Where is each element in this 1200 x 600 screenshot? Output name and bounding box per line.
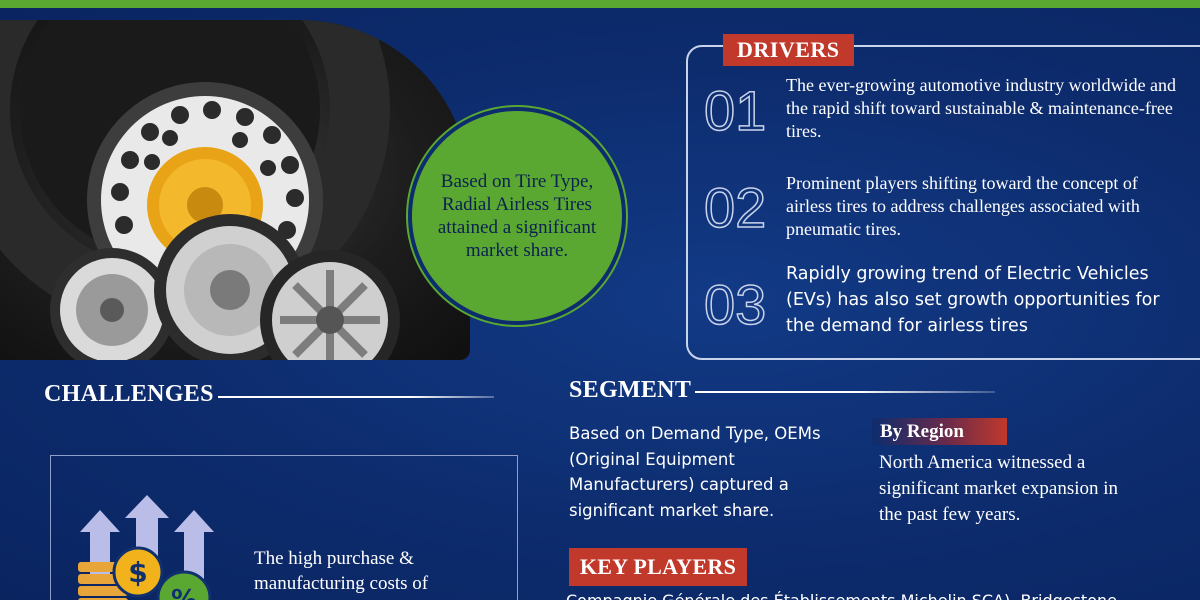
challenges-heading: CHALLENGES	[44, 381, 214, 407]
driver-text: Rapidly growing trend of Electric Vehicl…	[786, 264, 1160, 336]
drivers-panel	[686, 45, 1200, 360]
top-accent-bar	[0, 0, 1200, 8]
drivers-label: DRIVERS	[723, 34, 854, 66]
challenges-panel	[50, 455, 518, 600]
driver-number: 02	[703, 176, 767, 239]
driver-number: 01	[703, 79, 767, 142]
tire-type-highlight: Based on Tire Type, Radial Airless Tires…	[408, 107, 626, 325]
percent-icon: %	[156, 570, 212, 600]
challenge-text: The high purchase & manufacturing costs …	[254, 548, 429, 594]
dollar-coin-icon: $	[112, 546, 164, 598]
svg-text:%: %	[171, 585, 197, 600]
challenges-divider	[218, 396, 494, 398]
driver-text: Prominent players shifting toward the co…	[786, 173, 1140, 239]
driver-text: The ever-growing automotive industry wor…	[786, 75, 1177, 141]
key-players-label: KEY PLAYERS	[569, 548, 747, 586]
svg-text:$: $	[128, 556, 147, 589]
region-text: North America witnessed a significant ma…	[879, 452, 1119, 525]
cost-arrows-icon: $ %	[72, 490, 222, 600]
tire-image	[0, 20, 470, 360]
key-players-text: Compagnie Générale des Établissements Mi…	[566, 590, 1200, 600]
tire-type-highlight-text: Based on Tire Type, Radial Airless Tires…	[437, 171, 597, 261]
driver-number: 03	[703, 273, 767, 336]
segment-divider	[695, 391, 995, 393]
segment-heading: SEGMENT	[569, 377, 692, 403]
region-label: By Region	[872, 418, 1007, 445]
segment-text: Based on Demand Type, OEMs (Original Equ…	[569, 424, 821, 520]
